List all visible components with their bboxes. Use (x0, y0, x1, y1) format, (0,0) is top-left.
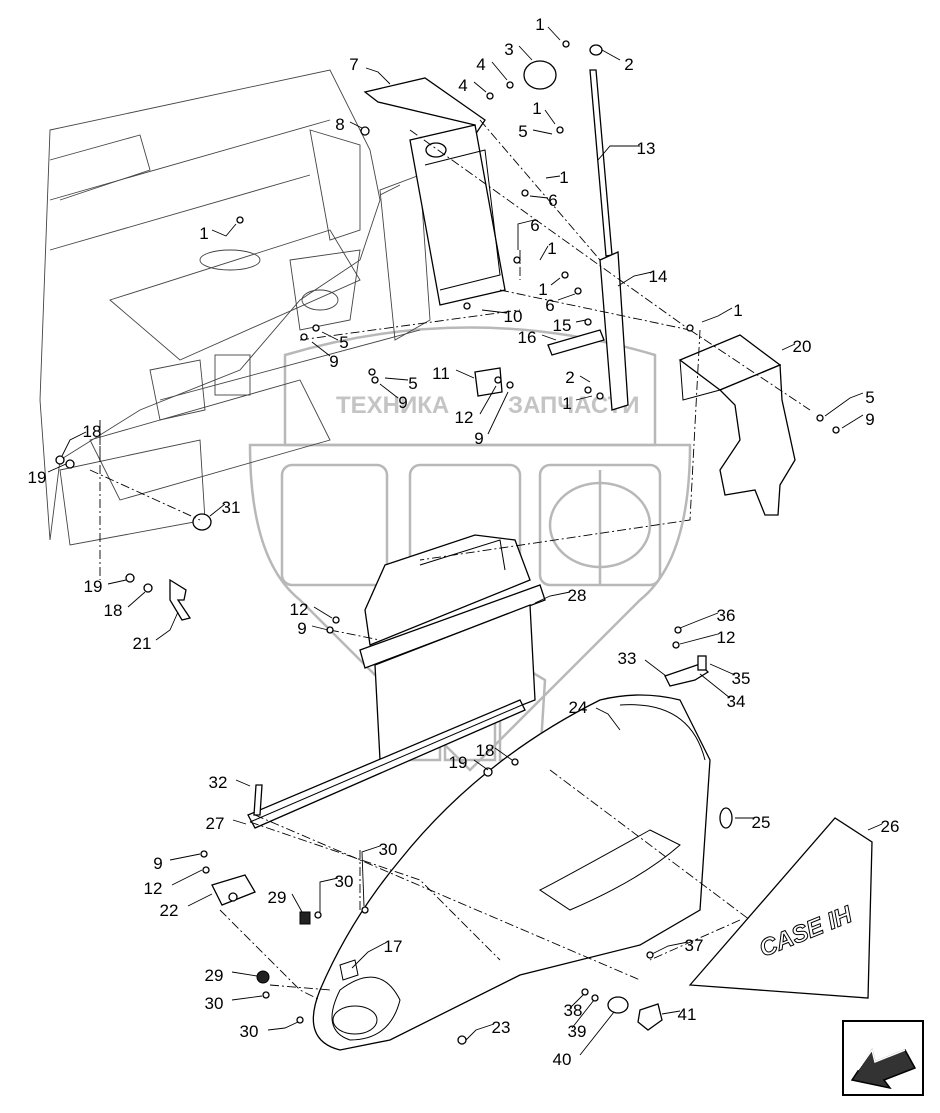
callout-c17: 17 (384, 937, 403, 956)
callout-c22: 22 (160, 901, 179, 920)
callout-c30c: 30 (205, 994, 224, 1013)
callout-c15: 15 (553, 316, 572, 335)
callout-c18b: 18 (104, 601, 123, 620)
small-plate (474, 367, 503, 397)
upper-shield-panel (363, 77, 506, 306)
callout-c12d: 12 (144, 879, 163, 898)
support-rod (523, 44, 613, 257)
alignment-lines (89, 119, 811, 1001)
callout-c19c: 19 (449, 753, 468, 772)
callout-c30d: 30 (240, 1022, 259, 1041)
callout-c9c: 9 (474, 429, 483, 448)
watermark-text-left: ТЕХНИКА (336, 392, 449, 419)
callout-c12a: 12 (455, 408, 474, 427)
callout-c3: 3 (504, 40, 513, 59)
callout-c23: 23 (492, 1018, 511, 1037)
callout-c19a: 19 (28, 468, 47, 487)
knob (256, 911, 311, 984)
callout-c14: 14 (649, 267, 668, 286)
callout-c7: 7 (349, 55, 358, 74)
callout-c1a: 1 (535, 15, 544, 34)
brand-decal: CASE IH (688, 817, 873, 999)
callout-c30b: 30 (335, 872, 354, 891)
side-bracket (678, 334, 796, 516)
latch-assembly (607, 655, 733, 1031)
callout-c37: 37 (685, 936, 704, 955)
callout-c4a: 4 (476, 55, 485, 74)
callout-c36: 36 (717, 606, 736, 625)
callout-c12c: 12 (717, 628, 736, 647)
callout-c1g: 1 (733, 301, 742, 320)
callout-c5c: 5 (408, 374, 417, 393)
callout-c1e: 1 (199, 224, 208, 243)
callout-c35: 35 (732, 669, 751, 688)
callout-c24: 24 (569, 698, 588, 717)
callout-c34: 34 (727, 692, 746, 711)
callout-c2b: 2 (565, 368, 574, 387)
callout-c1c: 1 (559, 168, 568, 187)
callout-c9e: 9 (297, 619, 306, 638)
callout-c40: 40 (553, 1050, 572, 1069)
callout-c32: 32 (209, 773, 228, 792)
callout-c5d: 5 (865, 388, 874, 407)
callout-c29a: 29 (268, 888, 287, 907)
center-shield (359, 534, 546, 761)
callout-c18c: 18 (476, 741, 495, 760)
callout-c13: 13 (637, 139, 656, 158)
callout-c1b: 1 (532, 99, 541, 118)
callout-c27: 27 (206, 814, 225, 833)
callout-c41: 41 (678, 1005, 697, 1024)
callout-c11: 11 (432, 364, 450, 383)
callout-c9d: 9 (865, 410, 874, 429)
callout-c6c: 6 (545, 296, 554, 315)
hinge-plate (211, 874, 256, 906)
pin-assembly (55, 455, 212, 621)
callout-c1f: 1 (538, 280, 547, 299)
callout-c39: 39 (568, 1022, 587, 1041)
callout-c5b: 5 (339, 333, 348, 352)
callout-c26: 26 (881, 817, 900, 836)
callout-c21: 21 (133, 634, 152, 653)
callout-c2a: 2 (624, 55, 633, 74)
callout-c9a: 9 (329, 352, 338, 371)
callout-c1h: 1 (562, 394, 571, 413)
navigation-arrow-button[interactable] (842, 1020, 924, 1096)
divider-cover (312, 694, 711, 1051)
callout-c1d: 1 (547, 239, 556, 258)
callout-c8: 8 (335, 115, 344, 134)
callout-c12b: 12 (290, 600, 309, 619)
callout-c5a: 5 (518, 122, 527, 141)
header-frame-structure (39, 69, 431, 546)
wear-strip (247, 699, 526, 829)
callout-c29b: 29 (205, 966, 224, 985)
callout-c6b: 6 (530, 216, 539, 235)
callout-c28: 28 (568, 586, 587, 605)
callout-c9f: 9 (153, 854, 162, 873)
callout-c9b: 9 (398, 393, 407, 412)
callout-c38: 38 (564, 1001, 583, 1020)
callout-c16: 16 (518, 328, 537, 347)
callout-c31: 31 (222, 498, 241, 517)
callout-c4b: 4 (458, 76, 467, 95)
callout-c6a: 6 (548, 191, 557, 210)
callout-c25: 25 (752, 813, 771, 832)
callout-c10: 10 (504, 307, 523, 326)
leader-lines (47, 26, 883, 1056)
callout-c19b: 19 (84, 577, 103, 596)
callout-c20: 20 (793, 337, 812, 356)
mounting-bracket (547, 251, 629, 411)
callout-c30a: 30 (379, 840, 398, 859)
callout-c18a: 18 (83, 422, 102, 441)
fasteners (200, 40, 840, 1045)
callout-c33: 33 (618, 649, 637, 668)
